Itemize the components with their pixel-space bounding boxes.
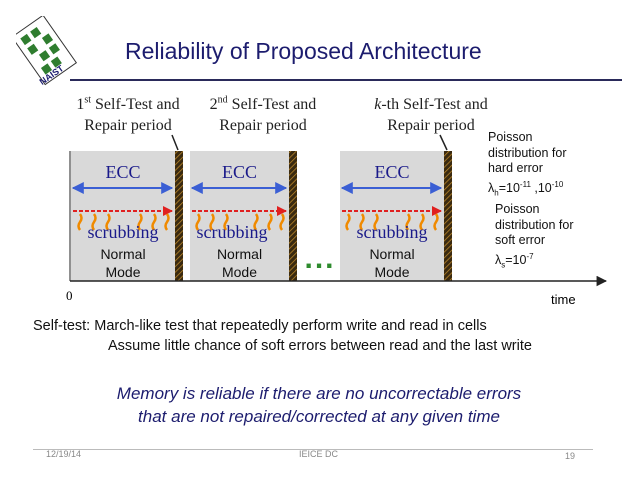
period-line1: Self-Test and <box>91 96 180 113</box>
rate-exp: -7 <box>526 251 534 261</box>
normal-period-block <box>190 151 289 281</box>
normal-period-block <box>340 151 444 281</box>
normal-label: Normal <box>216 246 263 262</box>
normal-period-block <box>71 151 175 281</box>
mode-label: Mode <box>221 264 258 280</box>
period-line1: -th Self-Test and <box>381 96 488 113</box>
ellipsis-dots: ... <box>304 242 336 275</box>
hard-error-line2: distribution for <box>488 145 567 160</box>
normal-label: Normal <box>369 246 415 262</box>
period-label-2: 2nd Self-Test and Repair period <box>193 94 333 136</box>
period-line1: Self-Test and <box>227 96 317 113</box>
normal-label: Normal <box>100 246 146 262</box>
rate-sep: ,10 <box>530 180 552 195</box>
self-test-bar <box>289 151 297 281</box>
hard-error-rate: λh=10-11 ,10-10 <box>488 177 628 201</box>
soft-error-line2: distribution for <box>495 217 574 232</box>
normal-mode-label: Normal Mode <box>340 245 444 281</box>
mode-label: Mode <box>374 264 410 280</box>
period-ordinal: 2 <box>209 96 218 113</box>
period-line2: Repair period <box>387 117 475 134</box>
mode-label: Mode <box>105 264 141 280</box>
selftest-line1: Self-test: March-like test that repeated… <box>33 318 487 334</box>
period-ordinal: 1 <box>76 96 85 113</box>
lambda-sub: h <box>494 188 499 198</box>
self-test-bar <box>175 151 183 281</box>
conclusion-line1: Memory is reliable if there are no uncor… <box>116 384 522 403</box>
scrubbing-label: scrubbing <box>87 222 159 242</box>
period-line2: Repair period <box>219 117 307 134</box>
lambda-sub: s <box>501 260 506 270</box>
ecc-label: ECC <box>221 162 257 182</box>
hard-error-line3: hard error <box>488 161 543 175</box>
lambda-symbol: λ <box>495 252 502 267</box>
rate-eq: =10 <box>505 252 527 267</box>
selftest-line2: Assume little chance of soft errors betw… <box>108 338 532 354</box>
period-sup: st <box>84 94 92 106</box>
period-label-1: 1st Self-Test and Repair period <box>58 94 198 136</box>
hard-error-line1: Poisson <box>488 130 533 144</box>
rate-eq: =10 <box>498 180 520 195</box>
repair-pointer <box>171 134 179 151</box>
soft-error-rate: λs=10-7 <box>495 249 630 273</box>
footer-venue: IEICE DC <box>299 449 339 459</box>
rate-exp: -11 <box>519 179 531 189</box>
conclusion-line2: that are not repaired/corrected at any g… <box>138 407 500 426</box>
error-squiggles <box>77 213 439 231</box>
lambda-symbol: λ <box>488 180 495 195</box>
ecc-label: ECC <box>105 162 141 182</box>
rate-exp: -10 <box>551 179 564 189</box>
self-test-bar <box>444 151 452 281</box>
time-axis-label: time <box>551 292 576 307</box>
period-line2: Repair period <box>84 117 172 134</box>
naist-logo <box>11 14 78 94</box>
footer-date: 12/19/14 <box>46 449 82 459</box>
scrubbing-label: scrubbing <box>196 222 268 242</box>
hard-error-note: Poisson distribution for hard error λh=1… <box>488 130 628 201</box>
normal-mode-label: Normal Mode <box>71 245 175 281</box>
slide-title: Reliability of Proposed Architecture <box>125 38 482 64</box>
ecc-label: ECC <box>374 162 410 182</box>
footer-rule <box>33 449 593 450</box>
title-underline <box>70 79 622 81</box>
soft-error-note: Poisson distribution for soft error λs=1… <box>495 202 630 273</box>
soft-error-line3: soft error <box>495 233 546 247</box>
period-ordinal: k <box>374 96 382 113</box>
scrubbing-label: scrubbing <box>356 222 428 242</box>
normal-mode-label: Normal Mode <box>190 245 289 281</box>
footer-page-number: 19 <box>565 451 576 461</box>
time-origin-label: 0 <box>66 288 73 303</box>
period-label-k: k-th Self-Test and Repair period <box>356 94 506 136</box>
repair-pointer <box>439 134 448 151</box>
soft-error-line1: Poisson <box>495 202 540 216</box>
period-sup: nd <box>217 94 228 106</box>
